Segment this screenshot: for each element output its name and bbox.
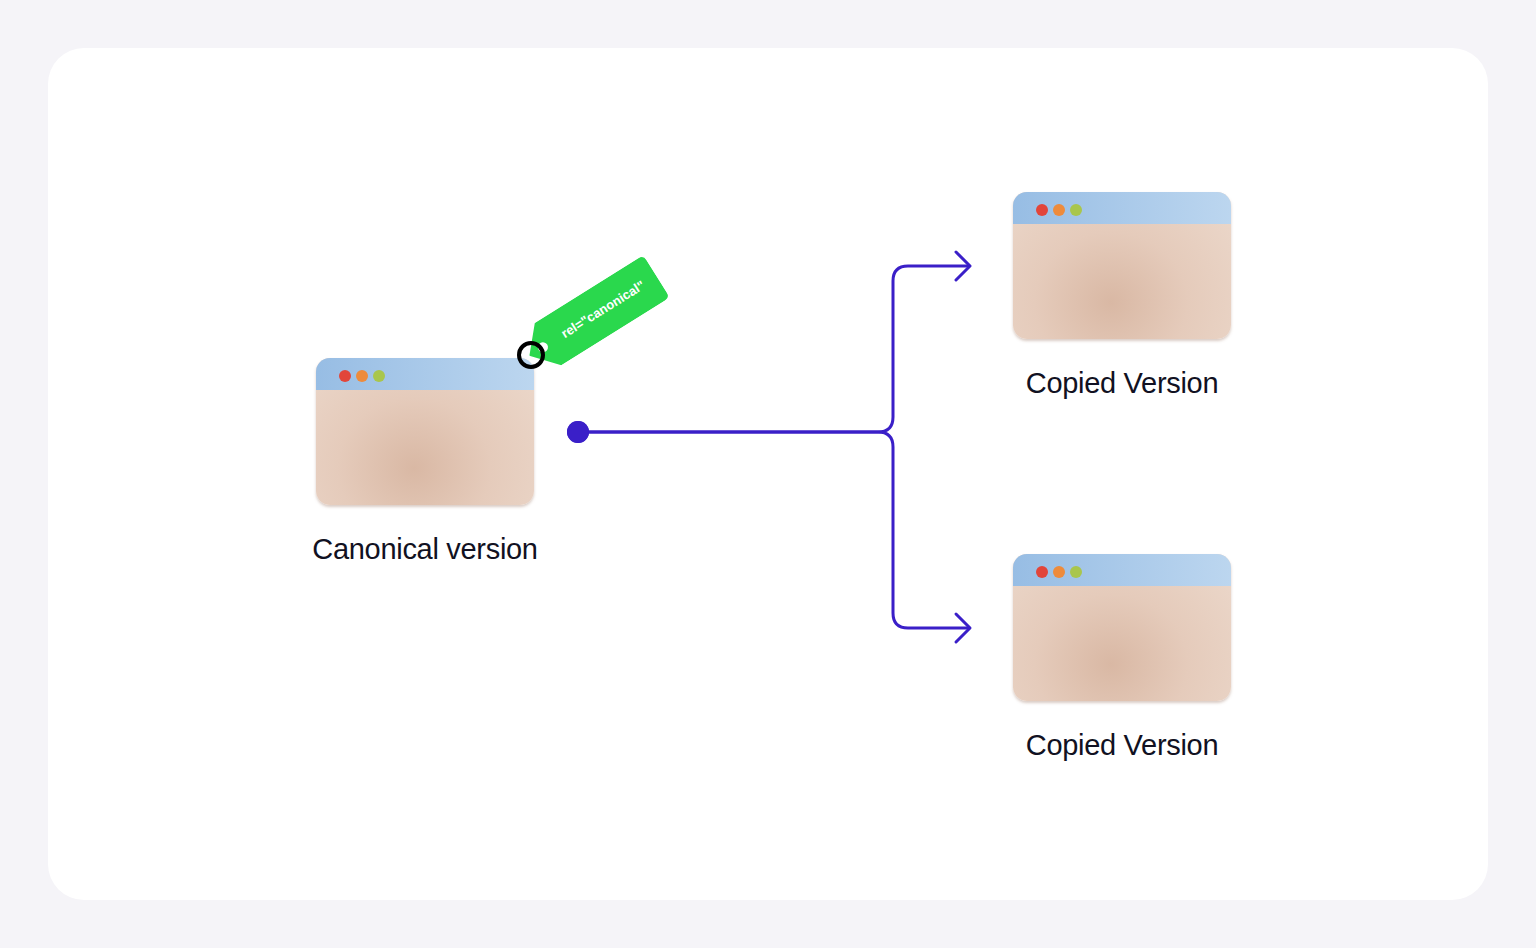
- branch-arrow: [567, 421, 970, 642]
- page-window-node: Copied Version: [1002, 554, 1242, 764]
- browser-window: [316, 358, 534, 505]
- window-button: [1036, 204, 1048, 216]
- window-button: [339, 370, 351, 382]
- page-window-node: Canonical version: [295, 358, 555, 573]
- window-titlebar: [1013, 192, 1231, 224]
- window-button: [1053, 204, 1065, 216]
- window-label: Canonical version: [295, 533, 555, 566]
- connector-line: [578, 432, 970, 628]
- page-window-node: Copied Version: [1002, 192, 1242, 402]
- browser-window: [1013, 554, 1231, 701]
- card-background: [48, 48, 1488, 900]
- window-titlebar: [316, 358, 534, 390]
- arrow-head: [956, 614, 970, 642]
- window-titlebar: [1013, 554, 1231, 586]
- window-label: Copied Version: [1002, 729, 1242, 762]
- window-button: [1053, 566, 1065, 578]
- window-button: [356, 370, 368, 382]
- browser-window: [1013, 192, 1231, 339]
- arrow-head: [956, 252, 970, 280]
- window-button: [373, 370, 385, 382]
- start-dot: [567, 421, 589, 443]
- tag-body: [516, 255, 670, 377]
- tag-hole: [536, 340, 550, 354]
- window-button: [1070, 204, 1082, 216]
- start-dot: [567, 421, 589, 443]
- window-button: [1070, 566, 1082, 578]
- window-label: Copied Version: [1002, 367, 1242, 400]
- window-button: [1036, 566, 1048, 578]
